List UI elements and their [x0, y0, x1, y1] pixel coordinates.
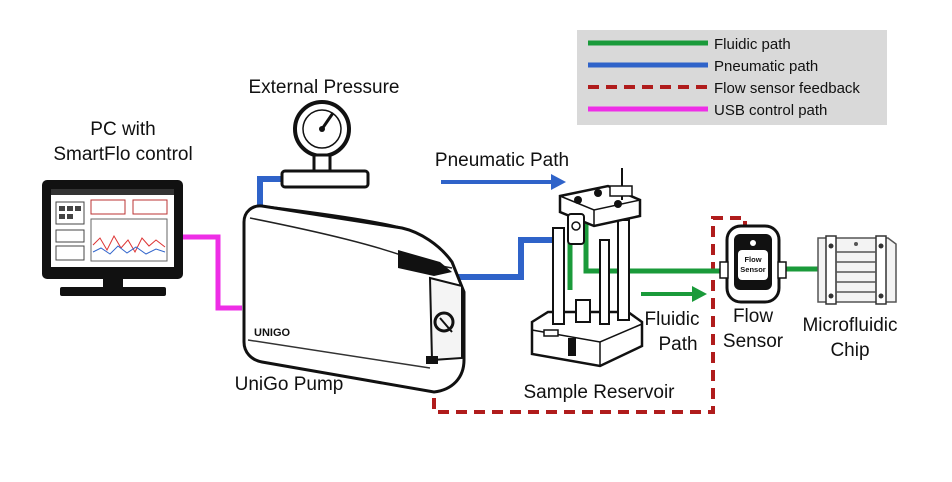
flow-sensor-label-line2: Sensor [723, 331, 784, 352]
pc-label-line1: PC with [90, 119, 155, 140]
legend-label-feedback: Flow sensor feedback [714, 80, 860, 97]
pneumatic-path-reservoir [430, 237, 556, 280]
sample-reservoir-label: Sample Reservoir [524, 382, 676, 403]
fluidic-path-label-line2: Path [658, 334, 697, 355]
flow-sensor-feedback-path [432, 216, 747, 414]
legend: Fluidic path Pneumatic path Flow sensor … [577, 30, 887, 125]
microfluidic-chip [817, 235, 897, 305]
external-pressure-gauge [280, 100, 370, 189]
pneumatic-direction-arrow [441, 174, 566, 190]
sample-reservoir [530, 168, 644, 368]
usb-control-path [181, 234, 242, 311]
unigo-pump: UNIGO [242, 204, 466, 394]
pneumatic-path-label: Pneumatic Path [435, 150, 569, 171]
external-pressure-label: External Pressure [248, 77, 399, 98]
legend-label-pneumatic: Pneumatic path [714, 58, 818, 75]
sensor-face-label-line1: Flow [744, 255, 761, 264]
smartflo-screen [51, 189, 174, 267]
sensor-face-label-line2: Sensor [740, 265, 766, 274]
fluidic-path-label-line1: Fluidic [645, 309, 700, 330]
unigo-pump-label: UniGo Pump [235, 374, 344, 395]
pc-label-line2: SmartFlo control [53, 144, 192, 165]
legend-label-fluidic: Fluidic path [714, 36, 791, 53]
fluidic-direction-arrow [641, 286, 707, 302]
microfluidic-chip-label-line1: Microfluidic [802, 315, 897, 336]
pc-monitor [42, 180, 183, 296]
flow-sensor-label-line1: Flow [733, 306, 773, 327]
flow-sensor: Flow Sensor [719, 224, 787, 304]
pump-brand-text: UNIGO [254, 327, 291, 339]
microfluidic-chip-label-line2: Chip [830, 340, 869, 361]
monitor-stand [60, 287, 166, 296]
legend-label-usb: USB control path [714, 102, 827, 119]
